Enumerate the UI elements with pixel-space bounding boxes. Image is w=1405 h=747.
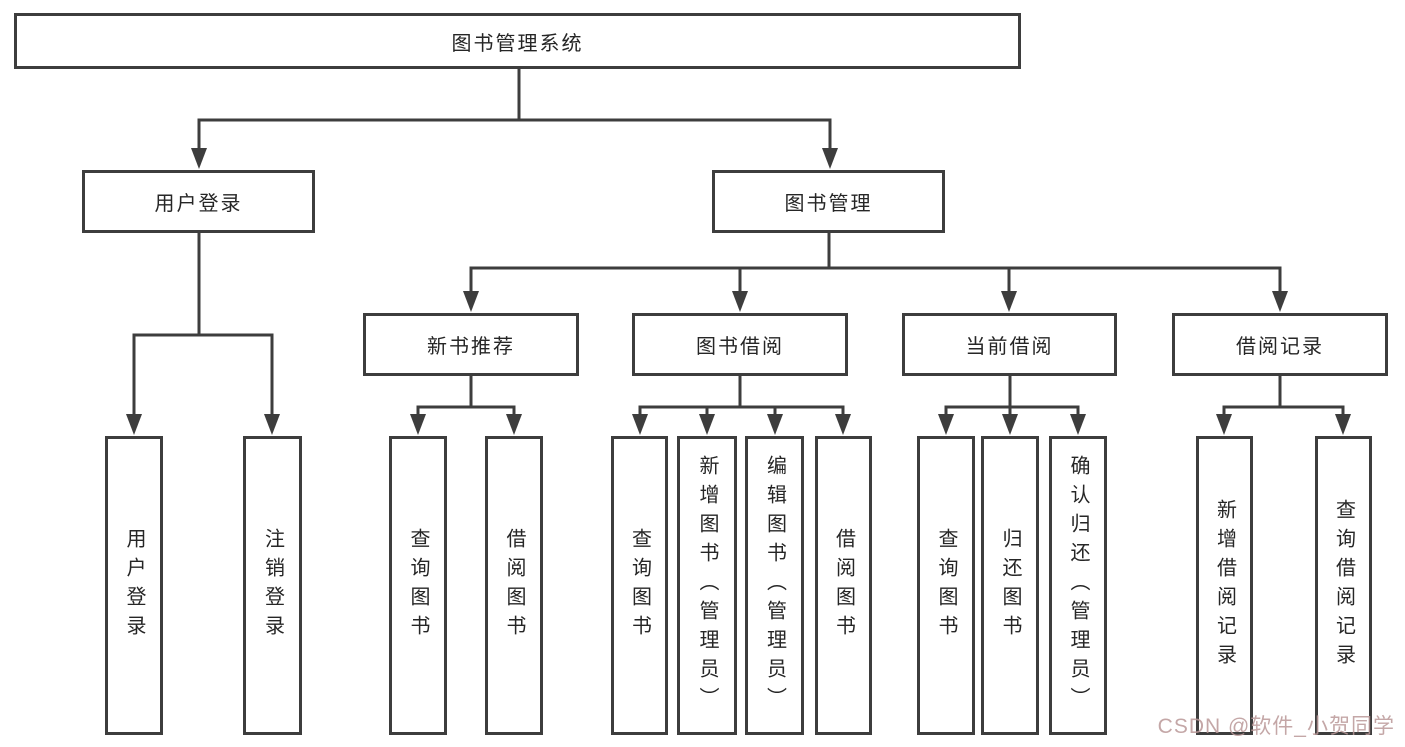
leaf-confirm-return-admin: 确认归还（管理员） bbox=[1049, 436, 1107, 735]
node-borrow-records: 借阅记录 bbox=[1172, 313, 1388, 376]
leaf-logout: 注销登录 bbox=[243, 436, 302, 735]
node-book-management: 图书管理 bbox=[712, 170, 945, 233]
leaf-query-books-borrowing: 查询图书 bbox=[611, 436, 668, 735]
node-book-borrowing: 图书借阅 bbox=[632, 313, 848, 376]
leaf-borrow-books-newbooks: 借阅图书 bbox=[485, 436, 543, 735]
node-root: 图书管理系统 bbox=[14, 13, 1021, 69]
node-new-book-recommend: 新书推荐 bbox=[363, 313, 579, 376]
leaf-add-borrow-record: 新增借阅记录 bbox=[1196, 436, 1253, 735]
node-user-login: 用户登录 bbox=[82, 170, 315, 233]
node-current-borrowing: 当前借阅 bbox=[902, 313, 1117, 376]
leaf-edit-books-admin: 编辑图书（管理员） bbox=[745, 436, 804, 735]
csdn-watermark: CSDN @软件_小贺同学 bbox=[1157, 715, 1395, 738]
leaf-return-books: 归还图书 bbox=[981, 436, 1039, 735]
leaf-add-books-admin: 新增图书（管理员） bbox=[677, 436, 737, 735]
leaf-query-borrow-record: 查询借阅记录 bbox=[1315, 436, 1372, 735]
leaf-user-login: 用户登录 bbox=[105, 436, 163, 735]
leaf-borrow-books-borrowing: 借阅图书 bbox=[815, 436, 872, 735]
leaf-query-books-newbooks: 查询图书 bbox=[389, 436, 447, 735]
leaf-query-books-current: 查询图书 bbox=[917, 436, 975, 735]
